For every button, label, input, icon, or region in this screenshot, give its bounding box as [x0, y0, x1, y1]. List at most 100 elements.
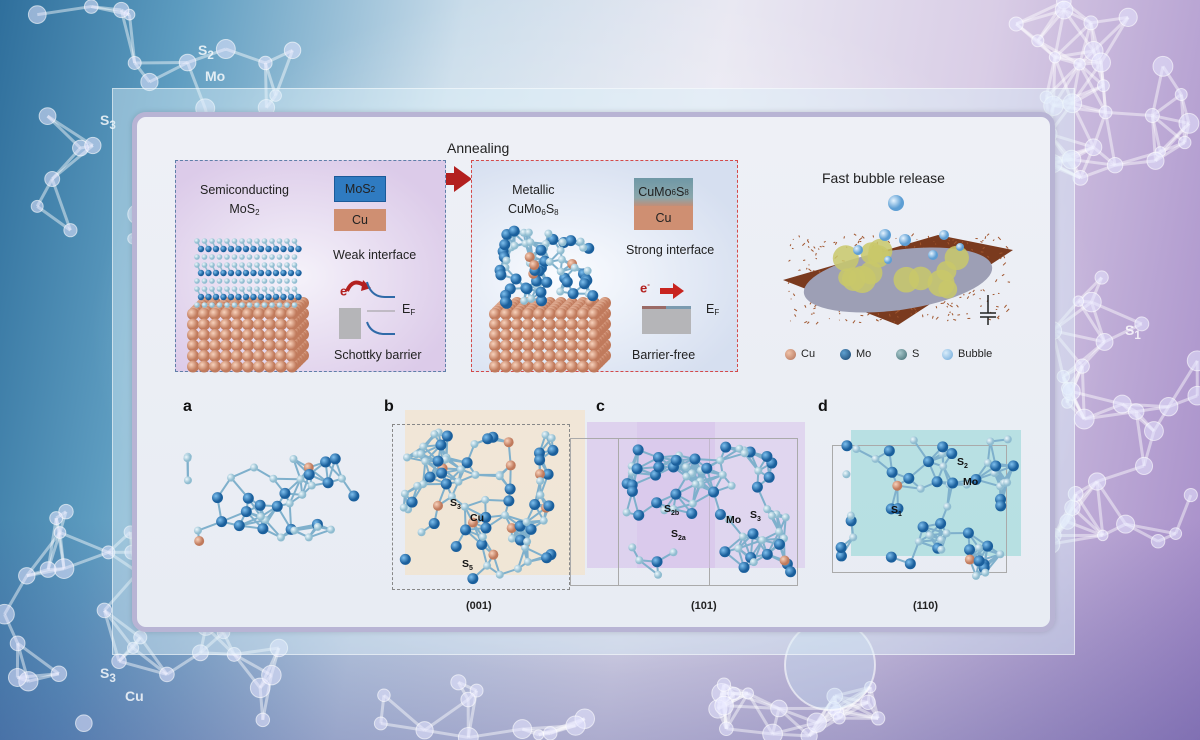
foam-fiber: [961, 241, 964, 243]
mo-atom: [561, 276, 573, 288]
s-atom: [209, 238, 215, 244]
cu-atom: [489, 308, 501, 320]
foam-fiber: [894, 310, 899, 314]
s-atom: [628, 543, 637, 552]
bg-atom: [742, 687, 755, 700]
s-atom: [246, 286, 253, 292]
bg-atom: [415, 721, 434, 740]
s-atom: [399, 503, 408, 512]
s-atom: [216, 262, 223, 268]
bg-atom: [806, 712, 827, 733]
cu-atom: [198, 308, 210, 320]
mo-atom: [441, 430, 453, 442]
ground-symbol-icon: [980, 295, 996, 325]
s-atom: [1003, 478, 1012, 487]
foam-fiber: [853, 233, 857, 236]
foam-fiber: [996, 305, 999, 308]
bg-atom: [1087, 472, 1107, 491]
bg-atom: [258, 55, 273, 71]
s-atom: [763, 505, 772, 514]
s-atom: [276, 278, 283, 284]
mo-atom: [903, 472, 915, 484]
mo-atom: [254, 499, 266, 511]
s-atom: [544, 229, 553, 238]
mo-atom: [322, 477, 334, 489]
electrode-bubble-illustration: [783, 195, 1013, 325]
foam-fiber: [808, 268, 812, 272]
bg-atom: [1144, 421, 1164, 441]
s-atom: [239, 254, 245, 260]
foam-fiber: [948, 239, 950, 242]
s-atom: [261, 278, 268, 284]
mo-atom: [212, 293, 220, 301]
cu-atom: [779, 555, 790, 566]
cu-atom: [566, 360, 578, 373]
s-atom: [501, 511, 510, 520]
cu-atom: [253, 308, 265, 320]
cu-atom: [242, 360, 254, 373]
foam-fiber: [813, 307, 816, 310]
s-atom: [996, 550, 1005, 559]
foam-fiber: [911, 233, 915, 237]
cu-atom: [286, 329, 298, 341]
s-atom: [231, 262, 238, 268]
mo-atom: [536, 295, 548, 307]
bg-atom: [1158, 397, 1179, 417]
mo-atom: [904, 558, 916, 570]
mo-atom: [504, 483, 516, 495]
bg-atom: [269, 638, 289, 658]
weak-interface-label: Weak interface: [333, 248, 417, 262]
foam-fiber: [788, 259, 791, 262]
bg-atom: [7, 668, 27, 687]
s-atom: [942, 529, 951, 538]
cu-atom: [522, 308, 534, 320]
bg-atom: [191, 644, 209, 662]
s-atom: [246, 262, 253, 268]
mo-atom: [525, 523, 537, 535]
bg-atom: [1150, 534, 1166, 549]
atom-label: S3: [450, 497, 461, 512]
atom-label: Mo: [963, 476, 979, 488]
bg-atom: [63, 223, 78, 238]
cu-atom: [555, 329, 567, 341]
s-atom: [523, 557, 532, 566]
bubble: [928, 250, 938, 260]
bg-atom: [373, 716, 388, 731]
foam-fiber: [838, 312, 841, 315]
mo-atom: [220, 245, 227, 253]
foam-fiber: [986, 233, 990, 236]
bg-atom: [1096, 79, 1110, 93]
mo-atom: [567, 288, 579, 300]
mo-atom: [242, 269, 250, 277]
cu-atom: [275, 339, 287, 352]
crystal-structure-110: [835, 435, 1019, 580]
s-atom: [193, 526, 202, 535]
mos2-layers-structure: [194, 238, 302, 308]
mo-atom: [892, 503, 904, 515]
mo-atom: [303, 469, 315, 481]
s-atom: [284, 286, 290, 292]
cu-atom: [242, 318, 254, 331]
mo-atom: [542, 468, 554, 480]
foam-fiber: [914, 310, 918, 314]
s-atom: [852, 445, 861, 454]
cluster-structure-a: [183, 452, 360, 546]
bg-atom: [1073, 58, 1086, 71]
mo-atom: [436, 467, 448, 479]
s-atom: [224, 278, 230, 284]
barrier-free-band-diagram: [642, 306, 691, 334]
foam-fiber: [810, 249, 814, 252]
mo-atom: [287, 293, 295, 301]
bg-atom: [1084, 138, 1103, 157]
foam-fiber: [793, 294, 796, 297]
cu-atom: [533, 329, 545, 341]
foam-fiber: [952, 239, 954, 241]
s-atom: [669, 505, 678, 514]
bg-atom: [75, 714, 93, 733]
cu-atom: [511, 350, 523, 362]
cu-atom: [253, 360, 265, 373]
s-atom: [224, 254, 230, 260]
foam-fiber: [854, 243, 858, 247]
